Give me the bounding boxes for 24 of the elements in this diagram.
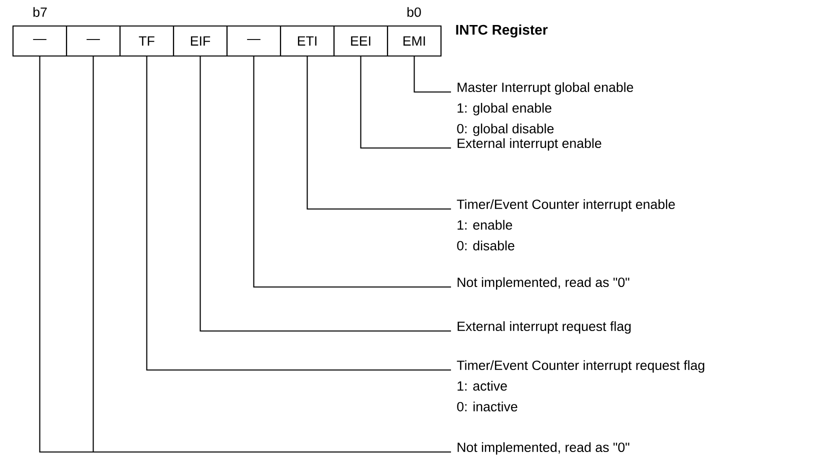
leader-line bbox=[414, 56, 451, 93]
bit-label: b7 bbox=[33, 7, 47, 17]
leader-line bbox=[360, 56, 451, 149]
leader-line bbox=[306, 56, 451, 210]
leader-line bbox=[146, 56, 451, 371]
register-cell: EEI bbox=[333, 25, 388, 57]
title: INTC Register bbox=[456, 24, 548, 38]
description-text: Timer/Event Counter interrupt enable 1: enable 0: disable bbox=[456, 199, 675, 250]
register-cell: EMI bbox=[386, 25, 442, 57]
register-cell: — bbox=[12, 25, 68, 57]
description-text: Master Interrupt global enable 1: global enable 0: global disable bbox=[457, 82, 634, 136]
description-text: Not implemented, read as "0" bbox=[458, 442, 630, 455]
leader-line bbox=[200, 56, 451, 332]
description-text: External interrupt enable bbox=[458, 138, 602, 151]
register-cell: — bbox=[66, 25, 121, 57]
description-text: Not implemented, read as "0" bbox=[458, 277, 630, 290]
description-text: External interrupt request flag bbox=[458, 321, 631, 334]
register-cell: — bbox=[226, 25, 282, 57]
description-text: Timer/Event Counter interrupt request flag 1: active 0: inactive bbox=[456, 360, 704, 412]
register-cell: TF bbox=[119, 25, 174, 57]
register-cell: EIF bbox=[172, 25, 228, 57]
bit-label: b0 bbox=[407, 7, 421, 17]
leader-line bbox=[253, 56, 451, 288]
register-cell: ETI bbox=[280, 25, 335, 57]
